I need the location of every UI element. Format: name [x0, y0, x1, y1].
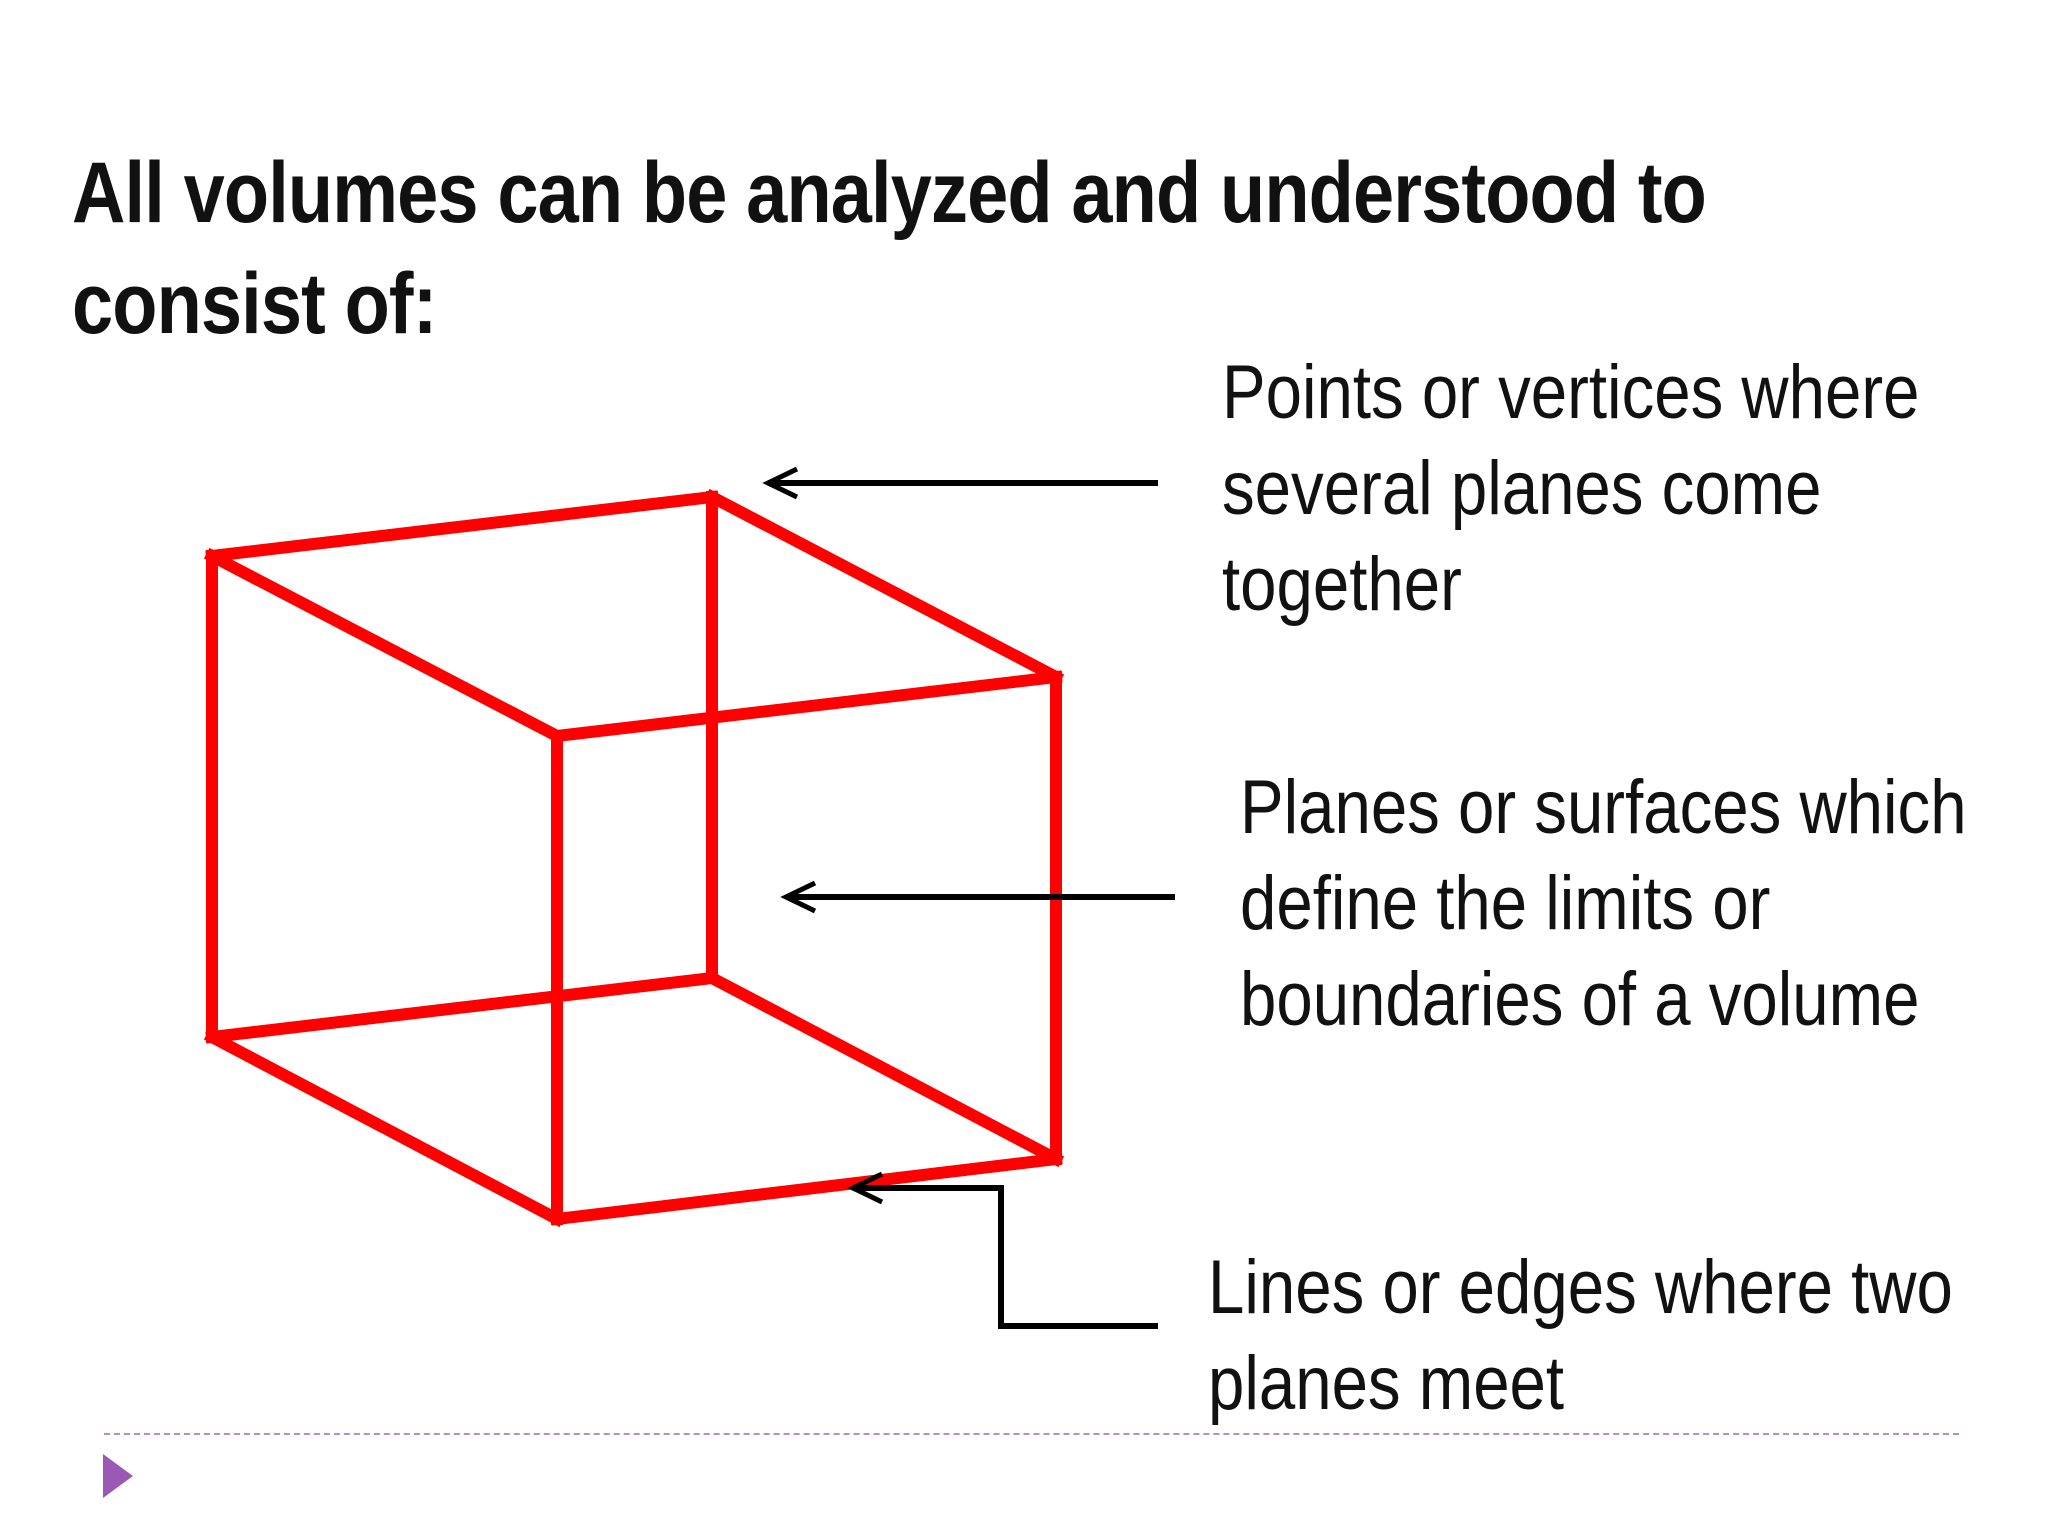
plane-arrow — [780, 880, 1175, 914]
cube-edge — [703, 969, 1065, 1168]
label-line: together — [1222, 542, 1462, 627]
label-lines-edges: Lines or edges where two planes meet — [1208, 1240, 1953, 1432]
label-line: planes meet — [1208, 1341, 1565, 1426]
cube-edge — [703, 488, 1065, 686]
edge-arrow — [847, 1171, 1158, 1329]
label-planes-surfaces: Planes or surfaces which define the limi… — [1240, 760, 1967, 1048]
label-line: Planes or surfaces which — [1240, 765, 1967, 850]
slide-title: All volumes can be analyzed and understo… — [72, 138, 1707, 360]
label-line: Points or vertices where — [1222, 350, 1920, 435]
cube-edge — [203, 547, 566, 745]
cube-edge — [205, 971, 719, 1044]
cube-edge — [203, 1028, 566, 1228]
label-line: boundaries of a volume — [1240, 957, 1920, 1042]
cube-edge — [205, 490, 719, 563]
label-points-vertices: Points or vertices where several planes … — [1222, 345, 1919, 633]
vertex-arrow — [762, 466, 1158, 500]
label-line: Lines or edges where two — [1208, 1245, 1953, 1330]
cube-edge — [550, 670, 1063, 743]
cube-wireframe — [203, 488, 1065, 1228]
slide-title-line-2: consist of: — [72, 256, 437, 352]
label-line: several planes come — [1222, 446, 1822, 531]
triangle-right-icon — [103, 1454, 133, 1498]
cube-edge — [550, 1152, 1063, 1226]
slide-title-line-1: All volumes can be analyzed and understo… — [72, 145, 1707, 241]
label-line: define the limits or — [1240, 861, 1771, 946]
footer-divider — [104, 1433, 1959, 1435]
